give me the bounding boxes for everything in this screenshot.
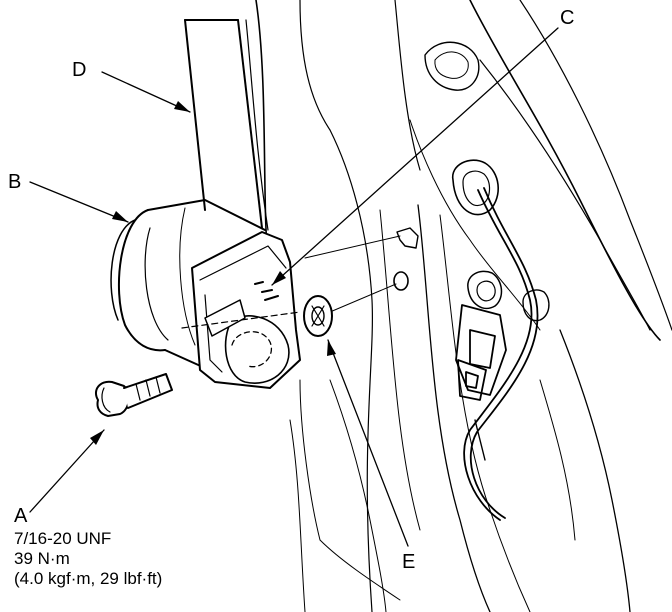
callout-c: C [560, 7, 575, 29]
torque-spec: 7/16-20 UNF 39 N·m (4.0 kgf·m, 29 lbf·ft… [14, 529, 162, 589]
retractor-body [110, 199, 301, 389]
torque-alt-units: (4.0 kgf·m, 29 lbf·ft) [14, 569, 163, 588]
wire-harness [455, 187, 539, 521]
callout-a: A [14, 505, 28, 527]
torque-newton: 39 N·m [14, 549, 70, 568]
callout-e: E [402, 551, 416, 573]
arrowheads [90, 101, 336, 445]
anchor-bolt [94, 373, 173, 417]
belt-webbing [184, 19, 269, 231]
thread-spec: 7/16-20 UNF [14, 529, 112, 548]
body-panel [255, 0, 672, 612]
callout-b: B [8, 171, 22, 193]
washer [303, 295, 333, 337]
leader-lines [29, 27, 559, 547]
callout-d: D [72, 59, 87, 81]
